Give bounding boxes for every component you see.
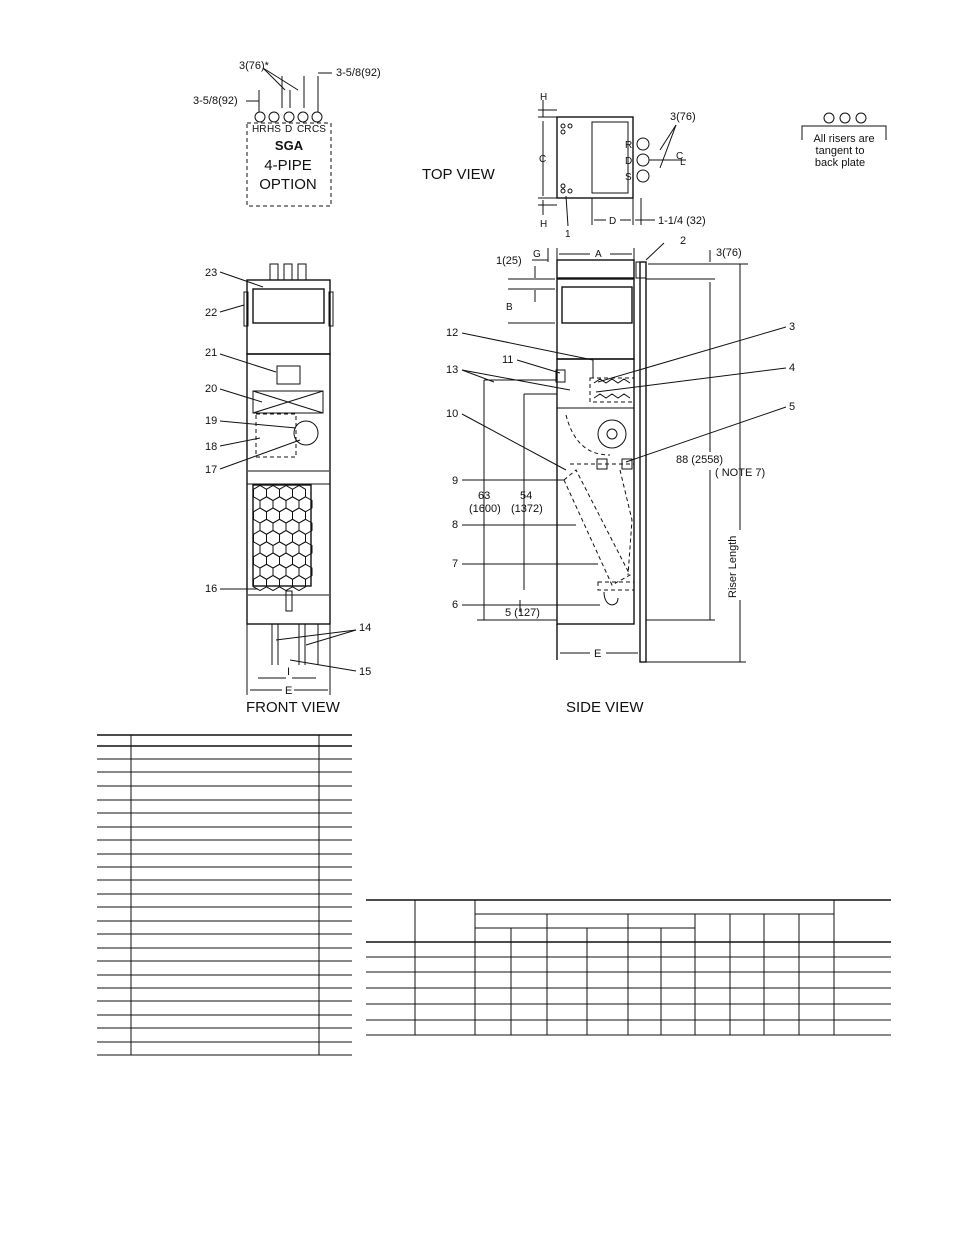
front-view: I E FRONT VIEW 23 22 21 20 19 18 17 16 1… (205, 263, 371, 716)
side-dim-bottom: 5 (127) (505, 607, 540, 619)
four-pipe-dim-right: 3-5/8(92) (336, 67, 381, 79)
side-callout-9: 9 (452, 475, 458, 487)
front-callout-17: 17 (205, 464, 217, 476)
pipe-label-d: D (285, 124, 292, 135)
top-label-h-bottom: H (540, 219, 547, 230)
four-pipe-title-2: 4-PIPE (264, 157, 312, 174)
front-coil (252, 484, 312, 587)
side-callout-6: 6 (452, 599, 458, 611)
four-pipe-dimension-lines (246, 67, 332, 112)
side-label-b: B (506, 302, 513, 313)
top-label-c: C (539, 154, 546, 165)
front-label-e: E (285, 685, 292, 697)
top-dim-edge: 1-1/4 (32) (658, 215, 706, 227)
pipe-label-cr: CR (297, 124, 311, 135)
riser-note-line-1: All risers are (813, 133, 874, 145)
front-grille (252, 288, 325, 324)
four-pipe-option-detail: 3(76)* 3-5/8(92) 3-5/8(92) HR HS D CR CS… (193, 60, 381, 207)
four-pipe-dim-center: 3(76)* (239, 60, 270, 72)
front-callout-23: 23 (205, 267, 217, 279)
four-pipe-outline (246, 122, 332, 207)
riser-s (636, 169, 650, 183)
pipe-label-hs: HS (267, 124, 281, 135)
side-callout-5: 5 (789, 401, 795, 413)
side-view: G A 1(25) B 3(76) 2 63 (446, 235, 795, 716)
top-callout-1: 1 (565, 229, 571, 240)
dimension-table-grid (366, 899, 891, 1036)
side-callout-2: 2 (680, 235, 686, 247)
top-view-title: TOP VIEW (422, 166, 496, 183)
front-callout-18: 18 (205, 441, 217, 453)
four-pipe-title-1: SGA (275, 138, 304, 153)
top-label-h-top: H (540, 92, 547, 103)
side-main-cabinet (556, 358, 635, 625)
front-callout-15: 15 (359, 666, 371, 678)
legend-table-grid (97, 734, 352, 1056)
top-view-cabinet (556, 116, 634, 199)
riser (639, 261, 647, 663)
side-dim-top-right: 3(76) (716, 247, 742, 259)
front-view-title: FRONT VIEW (246, 699, 341, 716)
side-view-title: SIDE VIEW (566, 699, 644, 716)
centerline-c: C (676, 151, 683, 162)
side-callout-11: 11 (502, 354, 513, 366)
side-dim-63-mm: (1600) (469, 503, 501, 515)
coil-hex-cell (279, 574, 293, 592)
centerline-l: L (680, 157, 686, 168)
riser-d-label: D (625, 156, 632, 167)
side-callout-12: 12 (446, 327, 458, 339)
front-label-i: I (287, 666, 290, 678)
side-label-a: A (595, 249, 602, 260)
coil-hex-cell (292, 574, 306, 592)
side-riser-length: Riser Length (727, 536, 739, 598)
side-callout-13: 13 (446, 364, 458, 376)
four-pipe-title-3: OPTION (259, 176, 317, 193)
riser-r-label: R (625, 140, 632, 151)
pipe-label-cs: CS (312, 124, 326, 135)
pipe-label-hr: HR (252, 124, 266, 135)
side-dim-top-left: 1(25) (496, 255, 522, 267)
side-callout-3: 3 (789, 321, 795, 333)
side-callout-10: 10 (446, 408, 458, 420)
side-grille (561, 286, 633, 324)
riser-r (636, 137, 650, 151)
front-callout-22: 22 (205, 307, 217, 319)
top-view: TOP VIEW R D S 3(76) C L H C H D 1-1 (422, 92, 706, 240)
riser-note-line-2: tangent to (816, 145, 865, 157)
side-label-g: G (533, 249, 541, 260)
four-pipe-dim-left: 3-5/8(92) (193, 95, 238, 107)
side-top-cap (556, 259, 635, 279)
coil-hex-grid (253, 484, 313, 592)
side-upper-cabinet (556, 278, 635, 360)
side-callout-4: 4 (789, 362, 795, 374)
front-callout-21: 21 (205, 347, 217, 359)
side-dim-54: 54 (520, 490, 532, 502)
side-callout-7: 7 (452, 558, 458, 570)
coil-hex-cell (266, 574, 280, 592)
riser-d (636, 153, 650, 167)
top-label-d: D (609, 216, 616, 227)
coil-hex-cell (253, 574, 267, 592)
side-callout-8: 8 (452, 519, 458, 531)
side-dim-88: 88 (2558) (676, 454, 723, 466)
side-dim-63: 63 (478, 490, 490, 502)
side-dim-54-mm: (1372) (511, 503, 543, 515)
front-callout-20: 20 (205, 383, 217, 395)
front-callout-19: 19 (205, 415, 217, 427)
front-upper-cabinet (246, 279, 331, 355)
four-pipe-stubs (254, 111, 323, 123)
side-label-e: E (594, 648, 601, 660)
riser-note-line-3: back plate (815, 157, 865, 169)
front-callout-14: 14 (359, 622, 371, 634)
riser-s-label: S (625, 172, 632, 183)
riser-note-detail: All risers are tangent to back plate (801, 112, 887, 169)
front-callout-16: 16 (205, 583, 217, 595)
front-main-cabinet (246, 353, 331, 625)
riser-dim-label: 3(76) (670, 111, 696, 123)
